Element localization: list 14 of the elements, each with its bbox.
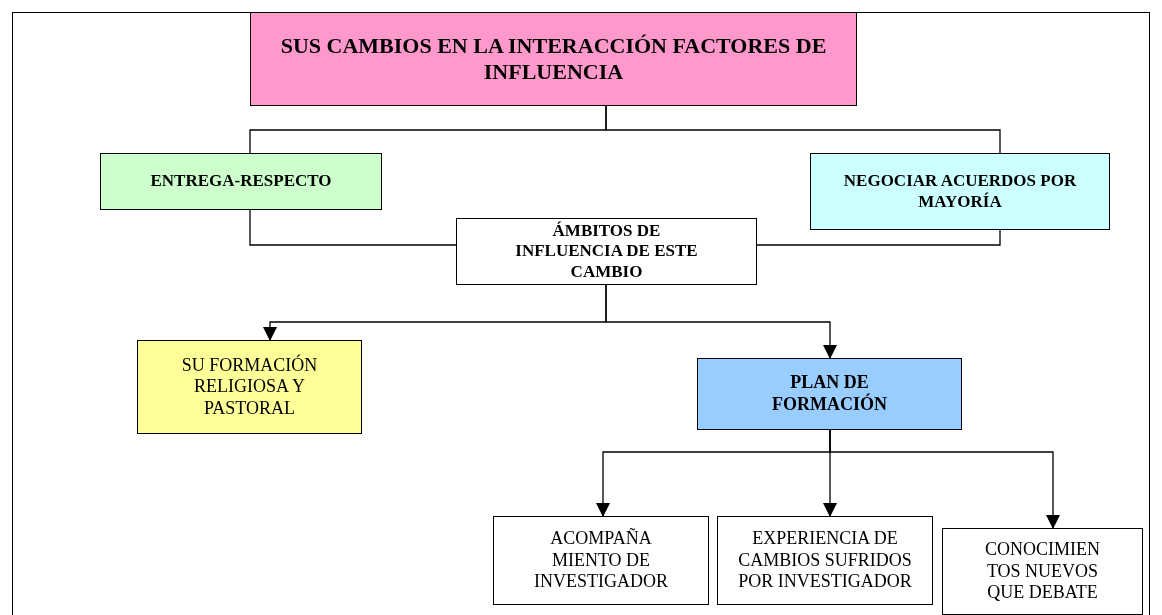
arrow (829, 429, 1060, 529)
factor-box: ENTREGA-RESPECTO (100, 153, 382, 210)
factor-box: NEGOCIAR ACUERDOS POR MAYORÍA (810, 153, 1110, 230)
process-box: ÁMBITOS DE INFLUENCIA DE ESTE CAMBIO (456, 218, 757, 285)
arrow (605, 284, 837, 359)
process-box: EXPERIENCIA DE CAMBIOS SUFRIDOS POR INVESTIGADOR (717, 516, 933, 605)
process-box: SU FORMACIÓN RELIGIOSA Y PASTORAL (137, 340, 362, 434)
process-box: ACOMPAÑA MIENTO DE INVESTIGADOR (493, 516, 709, 605)
process-box: PLAN DE FORMACIÓN (697, 358, 962, 430)
process-box: CONOCIMIEN TOS NUEVOS QUE DEBATE (942, 528, 1143, 615)
title-box: SUS CAMBIOS EN LA INTERACCIÓN FACTORES DE INFLUENCIA (250, 12, 857, 106)
connector-line (756, 229, 1001, 246)
connector-line (605, 105, 1001, 154)
connector-line (249, 209, 457, 246)
